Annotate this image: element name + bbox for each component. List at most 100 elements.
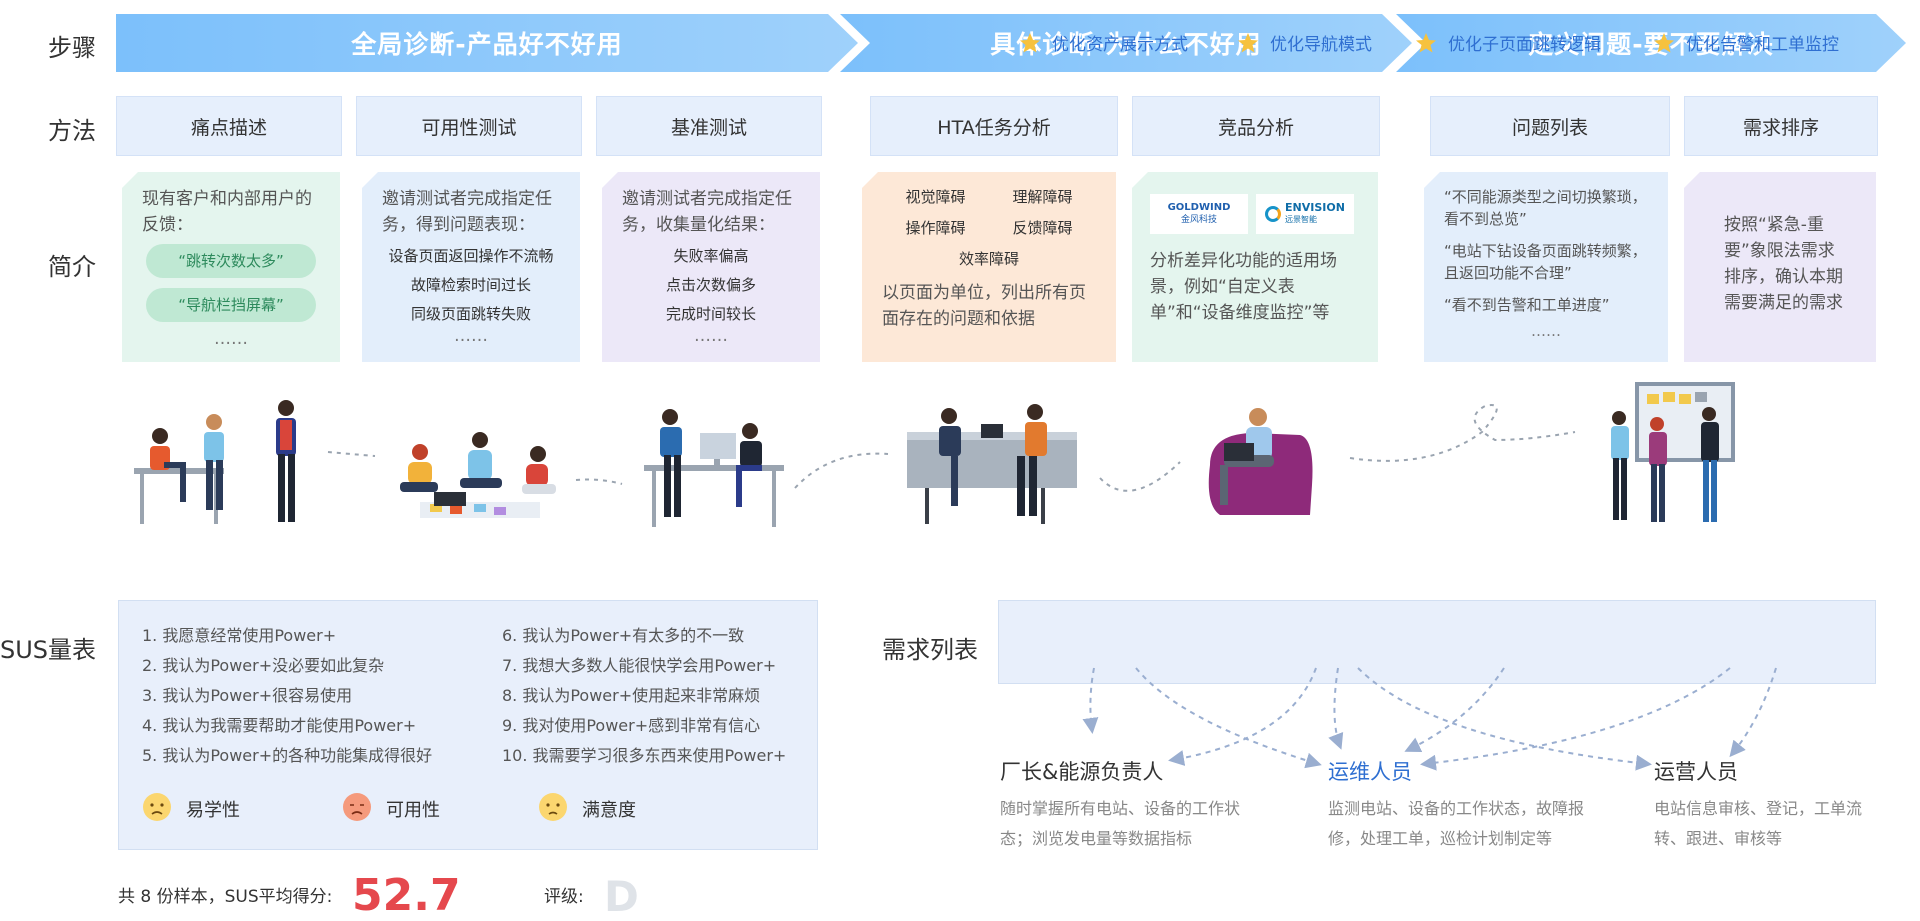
row-label-sus: SUS量表 <box>0 636 97 664</box>
result-item: 点击次数偏多 <box>665 276 756 294</box>
card-problem-list: “不同能源类型之间切换繁琐，看不到总览” “电站下钻设备页面跳转频繁，且返回功能… <box>1424 172 1668 362</box>
method-competitor: 竞品分析 <box>1132 96 1380 156</box>
step-global-diagnosis: 全局诊断-产品好不好用 <box>116 14 858 72</box>
sus-question: 7. 我想大多数人能很快学会用Power+ <box>502 656 777 675</box>
sus-panel <box>118 600 818 850</box>
logo-sub: 远景智能 <box>1285 215 1318 224</box>
ellipsis: …… <box>214 329 248 349</box>
sus-question: 9. 我对使用Power+感到非常有信心 <box>502 716 761 735</box>
card-text: 按照“紧急-重要”象限法需求排序，确认本期需要满足的需求 <box>1724 215 1843 313</box>
logo-name: ENVISION <box>1285 201 1345 214</box>
card-text: 分析差异化功能的适用场景，例如“自定义表单”和“设备维度监控”等 <box>1150 251 1337 323</box>
barrier-item: 理解障碍 <box>1012 188 1073 206</box>
star-icon <box>1238 32 1258 52</box>
card-benchmark: 邀请测试者完成指定任务，收集量化结果： 失败率偏高 点击次数偏多 完成时间较长 … <box>602 172 820 362</box>
sus-question: 3. 我认为Power+很容易使用 <box>142 686 353 705</box>
testing-session-illustration <box>644 409 784 527</box>
card-hta: 视觉障碍 理解障碍 操作障碍 反馈障碍 效率障碍 以页面为单位，列出所有页面存在… <box>862 172 1116 362</box>
role-operations-maintenance: 运维人员 <box>1328 760 1412 784</box>
role-operations-staff: 运营人员 <box>1654 760 1738 784</box>
sus-question: 1. 我愿意经常使用Power+ <box>142 626 337 645</box>
requirement-board-illustration <box>1611 382 1735 522</box>
method-usability-test: 可用性测试 <box>356 96 582 156</box>
sad-face-icon <box>539 793 567 821</box>
finding-item: 同级页面跳转失败 <box>410 305 531 323</box>
grade-value: D <box>604 872 639 921</box>
card-text: 邀请测试者完成指定任务，收集量化结果： <box>622 189 792 235</box>
sus-question: 2. 我认为Power+没必要如此复杂 <box>142 656 385 675</box>
team-meeting-illustration <box>134 400 296 524</box>
step-label: 定义问题-要不要解决 <box>1528 30 1774 59</box>
step-label: 全局诊断-产品好不好用 <box>351 30 623 59</box>
requirement-item: 优化资产展示方式 <box>1018 30 1188 55</box>
ellipsis: …… <box>1531 322 1561 340</box>
card-usability: 邀请测试者完成指定任务，得到问题表现： 设备页面返回操作不流畅 故障检索时间过长… <box>362 172 580 362</box>
requirements-panel <box>998 600 1876 684</box>
role-description: 监测电站、设备的工作状态，故障报修，处理工单，巡检计划制定等 <box>1328 799 1585 848</box>
connector-curve <box>327 404 1576 492</box>
metric-learnability: 易学性 <box>186 800 240 821</box>
requirement-item: 优化告警和工单监控 <box>1652 30 1839 55</box>
finding-item: 故障检索时间过长 <box>410 276 531 294</box>
worried-face-icon <box>143 793 171 821</box>
requirement-item: 优化子页面跳转逻辑 <box>1414 30 1601 55</box>
barrier-item: 效率障碍 <box>958 250 1019 268</box>
card-ranking: 按照“紧急-重要”象限法需求排序，确认本期需要满足的需求 <box>1684 172 1876 362</box>
sus-question: 5. 我认为Power+的各种功能集成得很好 <box>142 746 433 765</box>
requirement-label: 优化子页面跳转逻辑 <box>1448 35 1601 55</box>
card-text: 邀请测试者完成指定任务，得到问题表现： <box>382 189 552 235</box>
requirement-item: 优化导航模式 <box>1236 30 1372 55</box>
logo-name: GOLDWIND <box>1167 202 1231 213</box>
row-label-steps: 步骤 <box>48 34 96 62</box>
method-benchmark-test: 基准测试 <box>596 96 822 156</box>
card-text: 现有客户和内部用户的反馈： <box>142 189 312 235</box>
star-icon <box>1654 32 1674 52</box>
sus-question: 6. 我认为Power+有太多的不一致 <box>502 626 745 645</box>
card-text: 以页面为单位，列出所有页面存在的问题和依据 <box>882 283 1086 329</box>
sample-summary: 共 8 份样本，SUS平均得分: <box>118 887 333 907</box>
result-item: 完成时间较长 <box>665 305 756 323</box>
ellipsis: …… <box>454 326 488 346</box>
envision-mark-icon <box>1265 206 1282 222</box>
requirement-label: 优化告警和工单监控 <box>1686 35 1839 55</box>
finding-item: 设备页面返回操作不流畅 <box>388 247 554 265</box>
result-item: 失败率偏高 <box>673 247 749 265</box>
quote-pill: “跳转次数太多” <box>146 244 316 278</box>
barrier-grid: 视觉障碍 理解障碍 操作障碍 反馈障碍 <box>882 182 1096 244</box>
method-ranking: 需求排序 <box>1684 96 1878 156</box>
sus-question: 10. 我需要学习很多东西来使用Power+ <box>502 746 787 765</box>
card-pain-points: 现有客户和内部用户的反馈： “跳转次数太多” “导航栏挡屏幕” …… <box>122 172 340 362</box>
sus-question: 4. 我认为我需要帮助才能使用Power+ <box>142 716 417 735</box>
envision-logo: ENVISION 远景智能 <box>1256 194 1354 234</box>
metric-usability: 可用性 <box>386 800 440 821</box>
problem-item: “电站下钻设备页面跳转频繁，且返回功能不合理” <box>1444 242 1647 282</box>
method-problem-list: 问题列表 <box>1430 96 1670 156</box>
problem-item: “看不到告警和工单进度” <box>1444 296 1610 314</box>
sus-question: 8. 我认为Power+使用起来非常麻烦 <box>502 686 761 705</box>
star-icon <box>1020 32 1040 52</box>
problem-item: “不同能源类型之间切换繁琐，看不到总览” <box>1444 188 1647 228</box>
sus-score: 52.7 <box>352 870 461 921</box>
logo-row: GOLDWIND 金风科技 ENVISION 远景智能 <box>1150 194 1360 234</box>
role-plant-manager: 厂长&能源负责人 <box>1000 760 1164 784</box>
star-icon <box>1416 32 1436 52</box>
requirement-label: 优化资产展示方式 <box>1052 35 1188 55</box>
method-pain-points: 痛点描述 <box>116 96 342 156</box>
workshop-illustration <box>400 432 556 518</box>
barrier-item: 反馈障碍 <box>1012 219 1073 237</box>
step-label: 具体诊断-为什么不好用 <box>990 30 1262 59</box>
hta-analysis-illustration <box>907 404 1077 524</box>
step-define-problem: 定义问题-要不要解决 <box>1396 14 1906 72</box>
row-label-methods: 方法 <box>48 117 96 145</box>
sick-face-icon <box>343 793 371 821</box>
step-specific-diagnosis: 具体诊断-为什么不好用 <box>840 14 1412 72</box>
method-hta: HTA任务分析 <box>870 96 1118 156</box>
logo-sub: 金风科技 <box>1180 215 1217 225</box>
barrier-item: 操作障碍 <box>905 219 966 237</box>
barrier-item: 视觉障碍 <box>905 188 966 206</box>
requirement-label: 优化导航模式 <box>1270 35 1372 55</box>
requirement-role-arrows <box>1082 667 1777 771</box>
role-description: 随时掌握所有电站、设备的工作状态；浏览发电量等数据指标 <box>1000 799 1241 848</box>
row-label-requirements: 需求列表 <box>882 636 978 664</box>
quote-pill: “导航栏挡屏幕” <box>146 288 316 322</box>
